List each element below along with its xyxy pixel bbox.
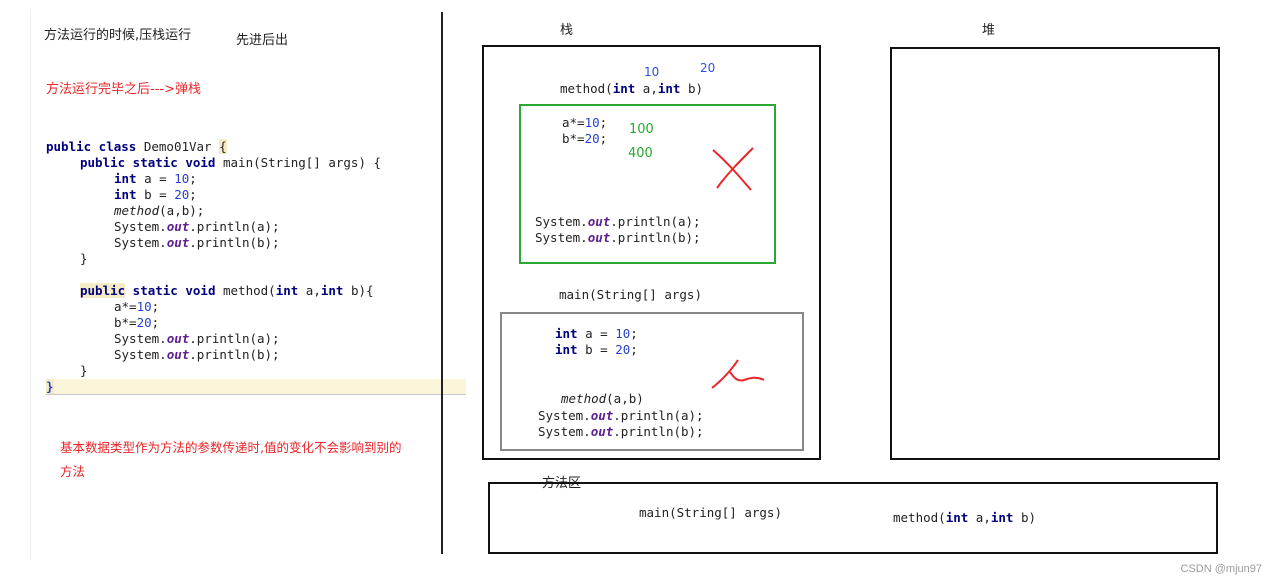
code-line: a*=10; (114, 299, 160, 314)
main-frame-signature: main(String[] args) (559, 287, 702, 302)
watermark: CSDN @mjun97 (1180, 563, 1262, 575)
method-area-method: method(int a,int b) (893, 510, 1036, 525)
frame-line: int a = 10; (555, 326, 638, 341)
code-line: method(a,b); (114, 203, 205, 218)
stack-label: 栈 (560, 23, 574, 38)
frame-line: b*=20; (562, 131, 608, 146)
code-line: System.out.println(b); (114, 235, 280, 250)
code-line: public static void main(String[] args) { (80, 155, 382, 170)
frame-line: System.out.println(a); (538, 408, 704, 423)
cross-out-mark (712, 147, 754, 191)
stack-area (482, 45, 821, 460)
source-code: public class Demo01Var { public static v… (46, 139, 466, 399)
method-area-main: main(String[] args) (639, 505, 782, 520)
result-a: 100 (629, 122, 654, 137)
code-line: System.out.println(a); (114, 219, 280, 234)
frame-line: method(a,b) (561, 391, 644, 406)
panel-divider (441, 12, 443, 554)
heading-filo: 先进后出 (236, 33, 289, 48)
code-line: public class Demo01Var { (46, 139, 227, 154)
method-frame-signature: method(int a,int b) (560, 81, 703, 96)
frame-line: int b = 20; (555, 342, 638, 357)
code-line: int b = 20; (114, 187, 197, 202)
scribble-mark (711, 359, 765, 389)
note-primitive-params: 基本数据类型作为方法的参数传递时,值的变化不会影响到别的 方法 (60, 440, 402, 479)
frame-line: System.out.println(b); (538, 424, 704, 439)
param-a-value: 10 (644, 65, 660, 79)
result-b: 400 (628, 146, 653, 161)
code-line: b*=20; (114, 315, 160, 330)
note-pop-stack: 方法运行完毕之后--->弹栈 (46, 82, 201, 97)
main-stack-frame (500, 312, 804, 451)
code-bottom-rule (46, 394, 466, 395)
method-stack-frame (519, 104, 776, 264)
frame-line: System.out.println(a); (535, 214, 701, 229)
method-area (488, 482, 1218, 554)
param-b-value: 20 (700, 61, 716, 75)
code-line: System.out.println(b); (114, 347, 280, 362)
code-line: } (80, 363, 88, 378)
heap-area (890, 47, 1220, 460)
code-line: public static void method(int a,int b){ (80, 283, 374, 298)
heading-push-stack: 方法运行的时候,压栈运行 (44, 28, 192, 43)
code-line: } (46, 379, 466, 395)
code-line: } (80, 251, 88, 266)
code-line: int a = 10; (114, 171, 197, 186)
frame-line: a*=10; (562, 115, 608, 130)
frame-line: System.out.println(b); (535, 230, 701, 245)
heap-label: 堆 (982, 23, 996, 38)
left-edge-line (30, 10, 31, 560)
code-line: System.out.println(a); (114, 331, 280, 346)
